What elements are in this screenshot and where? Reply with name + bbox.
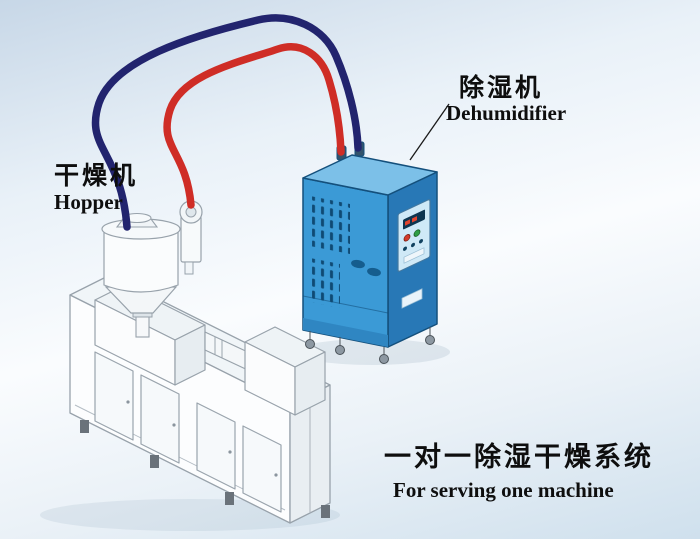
dehumidifier-label-en: Dehumidifier: [446, 101, 567, 125]
extruder-door-handles: [126, 400, 278, 477]
extruder-door-1: [94, 351, 134, 441]
die-head-right-face: [294, 351, 326, 416]
extruder-door-2: [140, 374, 180, 464]
system-caption-cn: 一对一除湿干燥系统: [384, 442, 654, 473]
dry-air-pipe-blue: [91, 14, 362, 231]
return-air-pipe-red: [163, 43, 345, 209]
cabinet-side-sticker: [401, 288, 423, 309]
hopper-label-cn: 干燥机: [54, 161, 139, 190]
dehumidifier-label-cn: 除湿机: [459, 73, 544, 102]
extruder-machine: [69, 274, 331, 524]
hopper-dryer: [101, 200, 203, 338]
extruder-doors: [94, 351, 282, 513]
cabinet-shadow: [294, 339, 450, 365]
cabinet-oval-port-2: [367, 267, 381, 277]
panel-indicator-1: [403, 246, 407, 251]
hopper-stand-right-face: [174, 324, 206, 386]
cabinet-vent-grid-lower: [312, 258, 340, 308]
extruder-door-3: [196, 402, 236, 490]
cabinet-control-panel: [397, 199, 431, 272]
dehumidifier-leader-line: [409, 103, 450, 161]
extruder-feet: [80, 420, 330, 518]
display-digit-1: [405, 219, 410, 226]
panel-button-red: [403, 234, 411, 242]
dehumidifier-cabinet: [302, 141, 438, 364]
blower-down-pipe: [184, 261, 194, 275]
extruder-door-4: [242, 425, 282, 513]
panel-button-green: [413, 229, 421, 237]
cabinet-oval-port-1: [351, 259, 365, 269]
cabinet-vent-grid-upper: [312, 196, 350, 254]
system-caption-en: For serving one machine: [393, 478, 614, 502]
cabinet-top-face: [302, 154, 438, 196]
hopper-label-en: Hopper: [54, 190, 123, 214]
cabinet-casters: [305, 327, 435, 364]
hopper-blower-unit: [179, 200, 203, 275]
panel-name-plate: [403, 247, 425, 264]
cabinet-kick-strip: [303, 318, 388, 347]
hopper-drop-tube: [135, 314, 150, 338]
display-digit-2: [412, 216, 417, 223]
panel-indicator-2: [411, 242, 415, 248]
hopper-body: [103, 229, 179, 293]
panel-indicator-3: [419, 239, 423, 244]
